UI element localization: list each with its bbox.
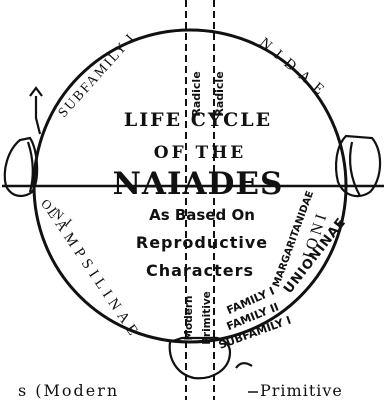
title-line-5: Reproductive bbox=[136, 233, 268, 252]
title-line-2: OF THE bbox=[154, 143, 246, 163]
title-line-4: As Based On bbox=[149, 206, 255, 224]
ring-lampsilinae: LAMPSILINAE bbox=[43, 205, 143, 342]
modern-label: Modern bbox=[183, 296, 195, 341]
radicle-label-1: Radicle bbox=[190, 71, 203, 116]
footer-left: s (Modern bbox=[18, 381, 119, 400]
footer-right: Primitive bbox=[260, 381, 343, 400]
ring-nidae: NIDAE bbox=[256, 35, 333, 103]
primitive-label: Primitive bbox=[201, 291, 213, 345]
title-line-3: NAIADES bbox=[113, 166, 284, 202]
radicle-label-2: Radicle bbox=[213, 71, 226, 116]
title-line-6: Characters bbox=[146, 261, 254, 280]
ring-subfamily-top: SUBFAMILY I bbox=[56, 30, 139, 120]
left-shell-icon bbox=[5, 88, 42, 196]
